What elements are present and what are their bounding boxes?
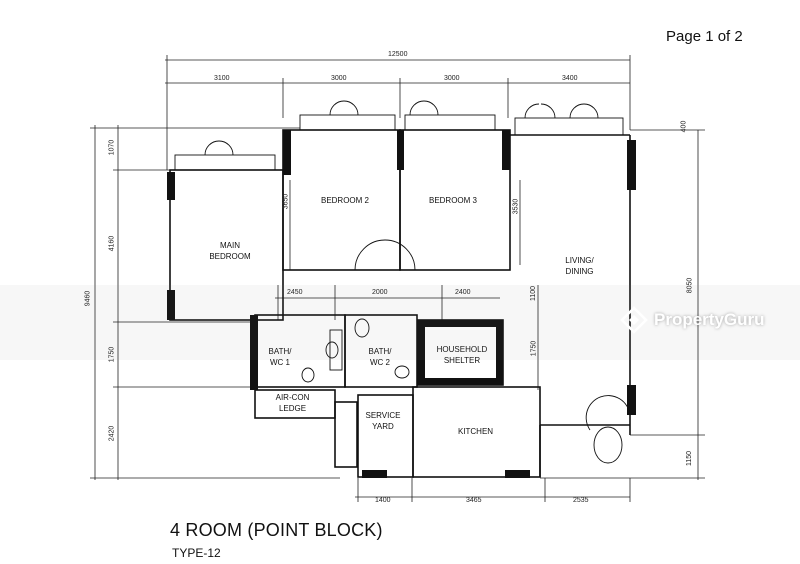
dim-top-2: 3000 [331, 75, 347, 82]
dim-right-top: 400 [680, 120, 688, 133]
dim-left-1: 1070 [108, 139, 116, 156]
dim-top-total: 12500 [388, 51, 408, 58]
room-bath-wc-2: BATH/ WC 2 [368, 347, 392, 367]
plan-title: 4 ROOM (POINT BLOCK) [170, 520, 383, 540]
watermark-text: PropertyGuru [654, 310, 765, 329]
dim-bottom-2: 3465 [466, 497, 482, 504]
windows-doors [174, 100, 631, 464]
room-main-bedroom: MAIN BEDROOM [209, 241, 251, 261]
room-kitchen: KITCHEN [457, 427, 494, 436]
dimension-lines [90, 55, 705, 502]
plan-subtitle: TYPE-12 [172, 546, 221, 560]
room-bath-wc-1: BATH/ WC 1 [268, 347, 292, 367]
dim-bottom-3: 2535 [573, 497, 589, 504]
dim-right-2: 1150 [686, 450, 694, 467]
room-aircon-ledge: AIR-CON LEDGE [275, 393, 310, 413]
dim-bed2-height: 3650 [282, 193, 290, 210]
thick-columns [167, 130, 636, 478]
dim-left-2: 4160 [108, 235, 116, 252]
dim-corr-2: 2000 [372, 289, 388, 296]
dim-left-4: 2420 [108, 425, 116, 442]
page-indicator: Page 1 of 2 [666, 28, 743, 45]
dim-top-4: 3400 [562, 75, 578, 82]
dim-top-1: 3100 [214, 75, 230, 82]
room-living-dining: LIVING/ DINING [565, 256, 594, 276]
room-bedroom-2: BEDROOM 2 [320, 196, 369, 205]
dim-bed3-height: 3530 [512, 198, 520, 215]
dim-bottom-1: 1400 [375, 497, 391, 504]
room-bedroom-3: BEDROOM 3 [428, 196, 477, 205]
dim-corr-3: 2400 [455, 289, 471, 296]
room-service-yard: SERVICE YARD [365, 411, 401, 431]
propertyguru-watermark: PropertyGuru [620, 306, 765, 334]
dim-corr-1: 2450 [287, 289, 303, 296]
propertyguru-logo-icon [620, 306, 648, 334]
dim-top-3: 3000 [444, 75, 460, 82]
watermark-band [0, 285, 800, 360]
room-household-shelter: HOUSEHOLD SHELTER [436, 345, 488, 365]
